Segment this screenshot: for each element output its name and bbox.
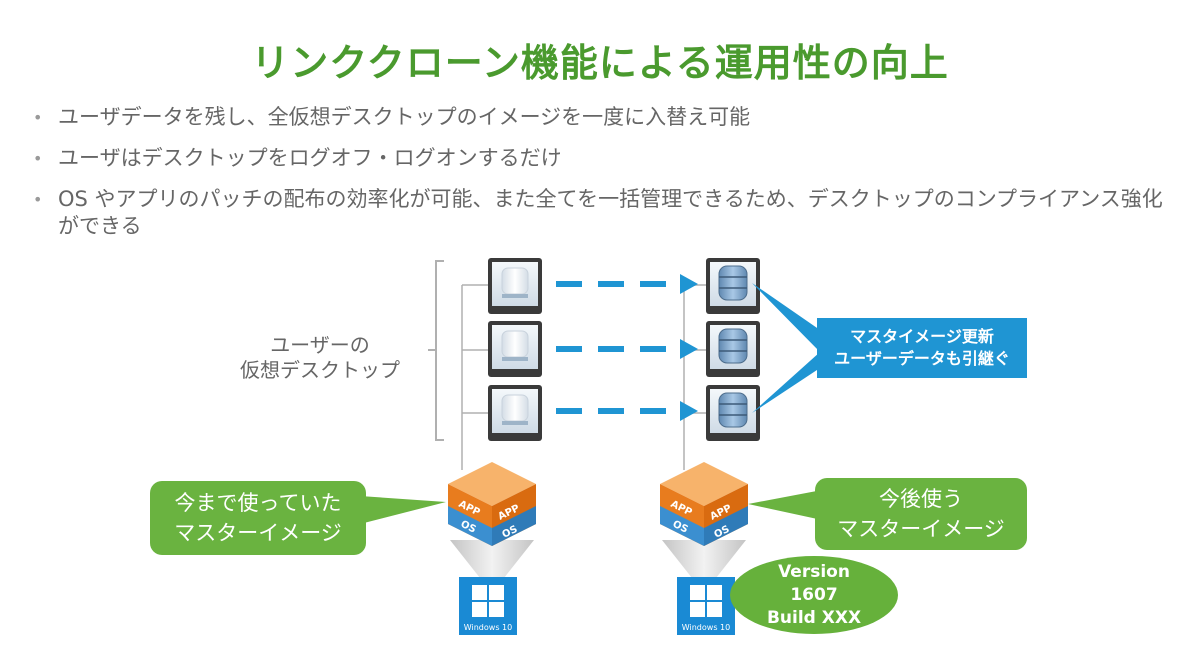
dashed-arrow	[556, 274, 698, 294]
version-line: Version	[778, 561, 850, 582]
callout-update-line: ユーザーデータも引継ぐ	[834, 349, 1010, 368]
projection-cone	[662, 540, 746, 578]
user-desktops-label: ユーザーの 仮想デスクトップ	[220, 333, 420, 383]
bullet-dot-icon: •	[33, 108, 43, 127]
callout-old-master: 今まで使っていた マスターイメージ	[150, 481, 366, 555]
callout-new-pointer	[748, 490, 822, 520]
windows-logo-icon: Windows 10	[677, 577, 735, 635]
bullet-text: OS やアプリのパッチの配布の効率化が可能、また全てを一括管理できるため、デスク…	[58, 187, 1163, 238]
callout-update-line: マスタイメージ更新	[850, 327, 994, 346]
page-title: リンククローン機能による運用性の向上	[251, 41, 949, 85]
version-badge: Version 1607 Build XXX	[730, 556, 898, 634]
bullet-dot-icon: •	[33, 149, 43, 168]
desktop-disk-monitor-icon	[706, 385, 760, 441]
bullet-text: ユーザデータを残し、全仮想デスクトップのイメージを一度に入替え可能	[58, 105, 751, 129]
group-label-line: 仮想デスクトップ	[240, 358, 400, 382]
windows-logo-icon: Windows 10	[459, 577, 517, 635]
windows-label: Windows 10	[463, 623, 513, 632]
desktop-monitor-icon	[488, 258, 542, 314]
master-image-cube-icon: APP APP OS OS	[660, 462, 748, 546]
callout-update: マスタイメージ更新 ユーザーデータも引継ぐ	[817, 318, 1027, 378]
version-line: 1607	[790, 584, 838, 605]
bullet-list: • ユーザデータを残し、全仮想デスクトップのイメージを一度に入替え可能 • ユー…	[30, 104, 1170, 254]
master-image-cube-icon: APP APP OS OS	[448, 462, 536, 546]
group-bracket	[435, 260, 444, 441]
bullet-item: • ユーザデータを残し、全仮想デスクトップのイメージを一度に入替え可能	[30, 104, 1170, 131]
callout-new-line: 今後使う	[879, 487, 963, 511]
callout-new-line: マスターイメージ	[837, 517, 1005, 541]
desktop-disk-monitor-icon	[706, 321, 760, 377]
group-label-line: ユーザーの	[270, 333, 370, 357]
callout-old-line: 今まで使っていた	[174, 491, 342, 515]
desktop-monitor-icon	[488, 385, 542, 441]
dashed-arrow	[556, 401, 698, 421]
callout-update-pointer	[752, 283, 820, 413]
desktop-monitor-icon	[488, 321, 542, 377]
bullet-item: • OS やアプリのパッチの配布の効率化が可能、また全てを一括管理できるため、デ…	[30, 186, 1170, 240]
bullet-dot-icon: •	[33, 190, 43, 209]
callout-old-pointer	[360, 496, 446, 524]
projection-cone	[450, 540, 534, 578]
callout-old-line: マスターイメージ	[174, 521, 342, 545]
callout-new-master: 今後使う マスターイメージ	[815, 478, 1027, 550]
dashed-arrow	[556, 339, 698, 359]
windows-label: Windows 10	[681, 623, 731, 632]
bullet-item: • ユーザはデスクトップをログオフ・ログオンするだけ	[30, 145, 1170, 172]
version-line: Build XXX	[766, 607, 862, 628]
desktop-disk-monitor-icon	[706, 258, 760, 314]
bullet-text: ユーザはデスクトップをログオフ・ログオンするだけ	[58, 146, 562, 170]
